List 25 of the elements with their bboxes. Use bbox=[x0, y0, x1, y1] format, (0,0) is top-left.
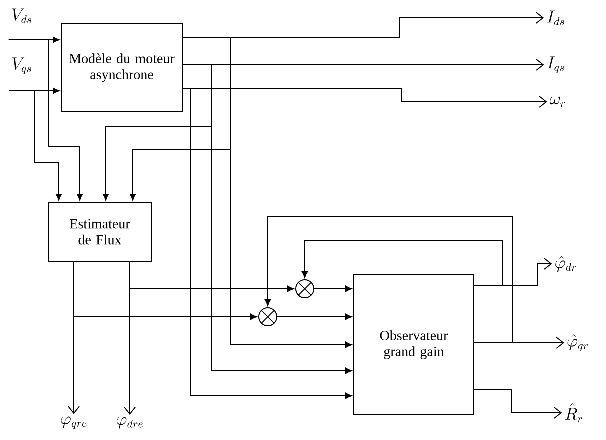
arrow bbox=[124, 262, 136, 416]
signal-label: $\varphi_{dre}$ bbox=[117, 417, 143, 429]
signal-label: $I_{ds}$ bbox=[547, 10, 564, 26]
signal-label: $\hat{\varphi}_{dr}$ bbox=[556, 256, 576, 272]
signal-label: $\hat{R}_r$ bbox=[566, 404, 582, 423]
arrow bbox=[8, 90, 62, 201]
arrow bbox=[264, 216, 514, 344]
arrow bbox=[277, 314, 352, 320]
arrow bbox=[182, 38, 352, 348]
multiplier-symbol bbox=[258, 308, 278, 326]
process-box: Modèle du moteur asynchrone bbox=[61, 24, 183, 112]
signal-label: $V_{ds}$ bbox=[12, 8, 32, 24]
signal-label: $I_{qs}$ bbox=[548, 56, 564, 74]
signal-label: $\varphi_{qre}$ bbox=[61, 416, 87, 430]
signal-label: $V_{qs}$ bbox=[12, 58, 32, 74]
arrow bbox=[474, 390, 562, 419]
signal-label: $\hat{\varphi}_{qr}$ bbox=[568, 334, 588, 352]
signal-label: $\omega_r$ bbox=[550, 96, 566, 108]
process-box: Estimateur de Flux bbox=[48, 202, 152, 262]
multiplier-symbol bbox=[296, 280, 314, 298]
arrow bbox=[8, 40, 84, 201]
arrow bbox=[314, 286, 352, 292]
arrow bbox=[68, 262, 80, 414]
process-box: Observateur grand gain bbox=[354, 274, 474, 416]
arrow bbox=[302, 240, 504, 286]
